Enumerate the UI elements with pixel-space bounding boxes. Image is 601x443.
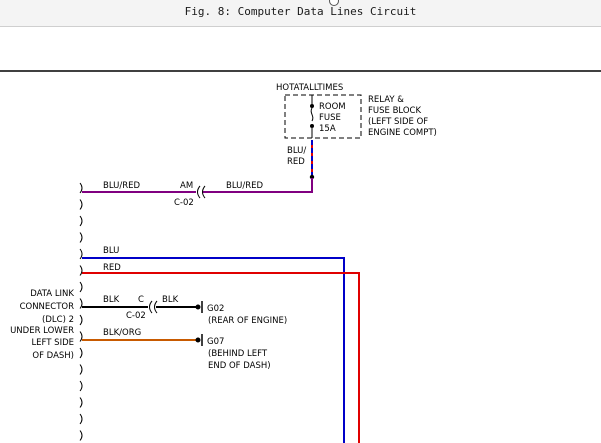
dlc-cavity-icon [79,265,83,276]
g02-eyelet [195,304,201,310]
blk-org-label: BLK/ORG [103,328,141,338]
red-wire-line [82,272,360,443]
blk-left-label: BLK [103,295,120,305]
g07-id: G07 [207,337,224,347]
blk-org-wire: BLK/ORG G07 (BEHIND LEFT END OF DASH) [82,328,271,371]
connector-c02-blk-icon [149,300,153,314]
dlc-cavity-icon [79,232,83,243]
red-wire-label: RED [103,263,121,273]
fuse-name-line-2: FUSE [319,113,341,123]
dlc-label-3: (DLC) 2 [42,315,74,325]
blu-wire-line [82,257,345,443]
g07-location-2: END OF DASH) [208,361,271,371]
fuse-wire-color-2: RED [287,157,305,167]
dlc-label-4: UNDER LOWER [10,326,74,336]
blk-wire: BLK C BLK C-02 G02 (REAR OF ENGINE) [82,295,287,326]
fuse-wire-color-1: BLU/ [287,146,306,156]
fuse-block-label-2: FUSE BLOCK [368,106,421,116]
fuse-feed-wire: BLU/ RED [287,140,315,180]
dlc-label-2: CONNECTOR [20,302,75,312]
dlc-cavity-icon [79,199,83,210]
blk-connector-label: C-02 [126,311,146,321]
g07-location-1: (BEHIND LEFT [208,349,268,359]
g07-eyelet [195,337,201,343]
dlc-cavity-icon [79,397,83,408]
dlc-cavity-icon [79,331,83,342]
dlc-label-6: OF DASH) [32,351,74,361]
dlc-cavity-icon [79,314,83,326]
fuse-rating: 15A [319,124,336,134]
fuse-name-line-1: ROOM [319,102,346,112]
dlc-cavity-icon [79,364,83,375]
dlc-cavity-icon [79,281,83,293]
dlc-label-5: LEFT SIDE [31,338,74,348]
top-terminal-label: AM [180,181,193,191]
title-bar: Fig. 8: Computer Data Lines Circuit [0,0,601,27]
g02-location: (REAR OF ENGINE) [208,316,287,326]
fuse-element-icon [310,107,314,122]
top-connector-label: C-02 [174,198,194,208]
top-left-wire-color: BLU/RED [103,181,141,191]
blu-red-wire: BLU/RED BLU/RED AM C-02 [82,178,313,208]
blu-wire: BLU [82,246,345,443]
splice-dot [309,174,315,180]
blk-terminal-label: C [138,295,144,305]
dlc-cavity-icon [79,248,83,260]
dlc-cavity-icon [79,215,83,227]
dlc-label-group: DATA LINK CONNECTOR (DLC) 2 UNDER LOWER … [10,289,74,361]
fuse-block-label-4: ENGINE COMPT) [368,128,437,138]
blk-right-label: BLK [162,295,179,305]
dlc-cavity-icon [79,347,83,359]
dlc-cavity-icon [79,298,83,309]
dlc-cavity-icon [79,430,83,441]
fuse-block-label-1: RELAY & [368,95,404,105]
dlc-cavity-icon [79,413,83,425]
g02-id: G02 [207,304,224,314]
fuse-block-box [284,94,362,139]
top-right-wire-color: BLU/RED [226,181,264,191]
figure-title: Fig. 8: Computer Data Lines Circuit [184,5,417,18]
connector-c02-blk-icon-2 [154,300,158,314]
blu-wire-label: BLU [103,246,119,256]
hot-at-all-times-label: HOTATALLTIMES [276,83,343,93]
dlc-cavity-icon [79,380,83,392]
fuse-terminal-bottom [310,124,314,128]
dlc-label-1: DATA LINK [30,289,74,299]
red-wire: RED [82,263,360,443]
blu-red-wire-right [203,178,313,193]
fuse-block: HOTATALLTIMES ROOM FUSE 15A RELAY & FUSE… [276,83,437,139]
fuse-terminal-top [310,104,314,108]
scroll-knob-icon[interactable] [329,0,339,6]
dlc-connector-cavities [79,182,83,441]
connector-c02-top-icon [197,185,201,199]
fuse-block-label-3: (LEFT SIDE OF [368,117,428,127]
connector-c02-top-icon-2 [202,185,206,199]
dlc-cavity-icon [79,182,83,194]
